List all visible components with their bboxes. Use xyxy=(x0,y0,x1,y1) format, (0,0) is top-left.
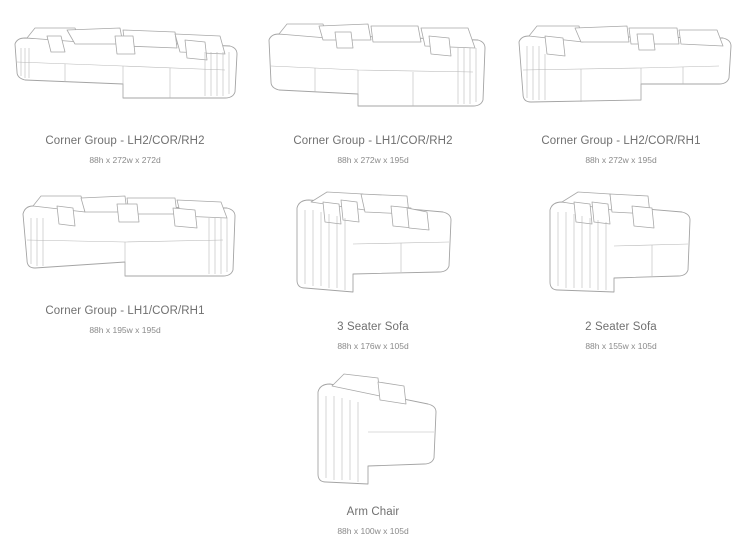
product-dimensions: 88h x 155w x 105d xyxy=(585,341,657,351)
product-dimensions: 88h x 195w x 195d xyxy=(89,325,161,335)
product-dimensions: 88h x 272w x 195d xyxy=(337,155,409,165)
product-dimensions: 88h x 100w x 105d xyxy=(337,526,409,536)
product-name: Corner Group - LH1/COR/RH1 xyxy=(45,305,205,317)
product-name: 3 Seater Sofa xyxy=(337,321,409,333)
corner-sofa-drawing[interactable] xyxy=(0,184,250,299)
corner-sofa-drawing[interactable] xyxy=(248,14,498,129)
corner-sofa-drawing[interactable] xyxy=(0,14,250,129)
sofa-drawing[interactable] xyxy=(496,184,746,299)
product-dimensions: 88h x 272w x 195d xyxy=(585,155,657,165)
armchair-drawing[interactable] xyxy=(248,366,498,485)
corner-sofa-drawing[interactable] xyxy=(496,14,746,129)
product-name: Arm Chair xyxy=(346,506,400,518)
product-dimensions: 88h x 272w x 272d xyxy=(89,155,161,165)
product-name: Corner Group - LH2/COR/RH1 xyxy=(541,135,701,147)
product-name: Corner Group - LH2/COR/RH2 xyxy=(45,135,205,147)
product-dimensions: 88h x 176w x 105d xyxy=(337,341,409,351)
product-name: 2 Seater Sofa xyxy=(585,321,657,333)
product-name: Corner Group - LH1/COR/RH2 xyxy=(293,135,453,147)
sofa-drawing[interactable] xyxy=(248,184,498,299)
